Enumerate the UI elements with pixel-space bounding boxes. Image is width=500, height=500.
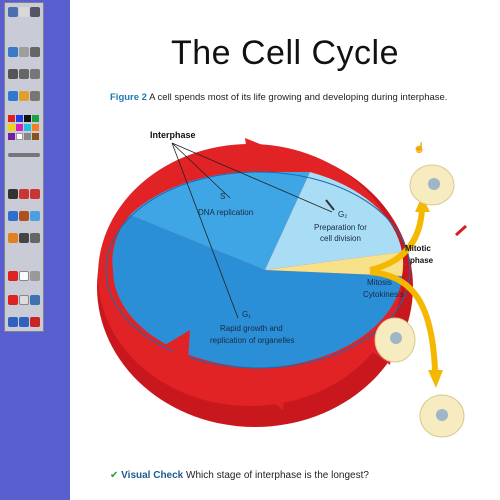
mitosis-arrowhead-up	[415, 196, 430, 212]
pen-icon[interactable]	[8, 47, 18, 57]
color-swatch-orange[interactable]	[32, 124, 39, 131]
visual-check-question: Which stage of interphase is the longest…	[186, 470, 369, 481]
print-icon[interactable]	[30, 69, 40, 79]
g1-phase-wedge	[112, 215, 402, 368]
select-arrow-icon[interactable]	[8, 189, 18, 199]
eraser-icon[interactable]	[30, 47, 40, 57]
record-icon[interactable]	[19, 91, 29, 101]
mitotic-phase-label-2: phase	[410, 256, 434, 265]
cell-cycle-pie	[105, 171, 411, 369]
cell-cycle-diagram: ☝	[97, 138, 468, 438]
figure-caption-text: A cell spends most of its life growing a…	[149, 92, 448, 103]
color-swatch-red[interactable]	[8, 115, 15, 122]
g2-phase-desc-1: Preparation for	[314, 223, 367, 232]
cycle-arrow-left	[165, 330, 190, 362]
color-swatch-magenta[interactable]	[16, 124, 23, 131]
slide: The Cell Cycle Figure 2 A cell spends mo…	[70, 0, 500, 500]
exit-icon[interactable]	[30, 317, 40, 327]
cell-image-top	[409, 164, 455, 206]
mitotic-phase-label-1: Mitotic	[405, 244, 431, 253]
cycle-arrow-bottom	[262, 382, 285, 410]
color-swatch-gray[interactable]	[24, 133, 31, 140]
undo-arrow-icon[interactable]	[8, 271, 18, 281]
mitotic-phase-wedge	[265, 252, 404, 276]
color-swatch-yellow[interactable]	[8, 124, 15, 131]
grid-icon[interactable]	[30, 271, 40, 281]
rect-icon[interactable]	[30, 233, 40, 243]
mitosis-arrow-down	[369, 269, 438, 371]
capture-icon[interactable]	[19, 69, 29, 79]
g2-phase-label: G₂	[338, 210, 348, 219]
page-icon[interactable]	[19, 295, 29, 305]
pen-icon	[325, 199, 335, 211]
cycle-arrow-top	[245, 138, 275, 160]
visual-check: ✔ Visual Check Which stage of interphase…	[110, 470, 369, 481]
cell-image-middle	[374, 317, 416, 363]
s-phase-desc: DNA replication	[198, 208, 254, 217]
line-width-slider[interactable]	[8, 153, 40, 157]
prev-page-icon[interactable]	[8, 317, 18, 327]
delete-icon[interactable]	[19, 189, 29, 199]
figure-caption: Figure 2 A cell spends most of its life …	[110, 92, 447, 103]
pie-edge	[105, 171, 411, 369]
undo-icon[interactable]	[30, 189, 40, 199]
s-phase-label: S	[220, 192, 226, 201]
brush-icon[interactable]	[8, 211, 18, 221]
g1-phase-desc-2: replication of organelles	[210, 336, 295, 345]
cytokinesis-label: Cytokinesis	[363, 290, 404, 299]
cell-image-bottom	[419, 394, 465, 438]
mitosis-label: Mitosis	[367, 278, 392, 287]
g1-phase-label: G₁	[242, 310, 251, 319]
move-icon[interactable]	[8, 7, 18, 17]
g2-phase-wedge	[265, 172, 402, 270]
mitosis-arrow-up	[369, 209, 425, 273]
interphase-leader-lines	[171, 142, 333, 319]
settings-icon[interactable]	[30, 7, 40, 17]
line-icon[interactable]	[19, 233, 29, 243]
mitosis-arrowhead-down	[428, 370, 443, 388]
s-phase-wedge	[130, 171, 310, 270]
hand-cursor-icon: ☝	[413, 141, 425, 154]
figure-label: Figure 2	[110, 92, 147, 103]
color-swatch-cyan[interactable]	[24, 124, 31, 131]
dividing-cell-marker	[454, 224, 468, 237]
screen-icon[interactable]	[8, 69, 18, 79]
annotation-toolbar	[4, 2, 44, 332]
slide-title: The Cell Cycle	[170, 34, 400, 72]
color-swatch-blue[interactable]	[16, 115, 23, 122]
browser-icon[interactable]	[8, 91, 18, 101]
redo-icon[interactable]	[8, 295, 18, 305]
visual-check-label: Visual Check	[121, 470, 184, 481]
visual-check-icon: ✔	[110, 470, 119, 481]
color-swatch-white[interactable]	[16, 133, 23, 140]
pointer-icon[interactable]	[19, 7, 29, 17]
next-page-icon[interactable]	[19, 317, 29, 327]
color-swatch-brown[interactable]	[32, 133, 39, 140]
shape-icon[interactable]	[8, 233, 18, 243]
highlighter-icon[interactable]	[19, 47, 29, 57]
spotlight-icon[interactable]	[30, 91, 40, 101]
g2-phase-desc-2: cell division	[320, 234, 361, 243]
color-swatch-black[interactable]	[24, 115, 31, 122]
fill-icon[interactable]	[30, 211, 40, 221]
text-icon[interactable]	[19, 271, 29, 281]
scroll-icon[interactable]	[30, 295, 40, 305]
stamp-icon[interactable]	[19, 211, 29, 221]
color-swatch-green[interactable]	[32, 115, 39, 122]
g1-phase-desc-1: Rapid growth and	[220, 324, 283, 333]
color-swatch-purple[interactable]	[8, 133, 15, 140]
interphase-label: Interphase	[150, 130, 196, 140]
